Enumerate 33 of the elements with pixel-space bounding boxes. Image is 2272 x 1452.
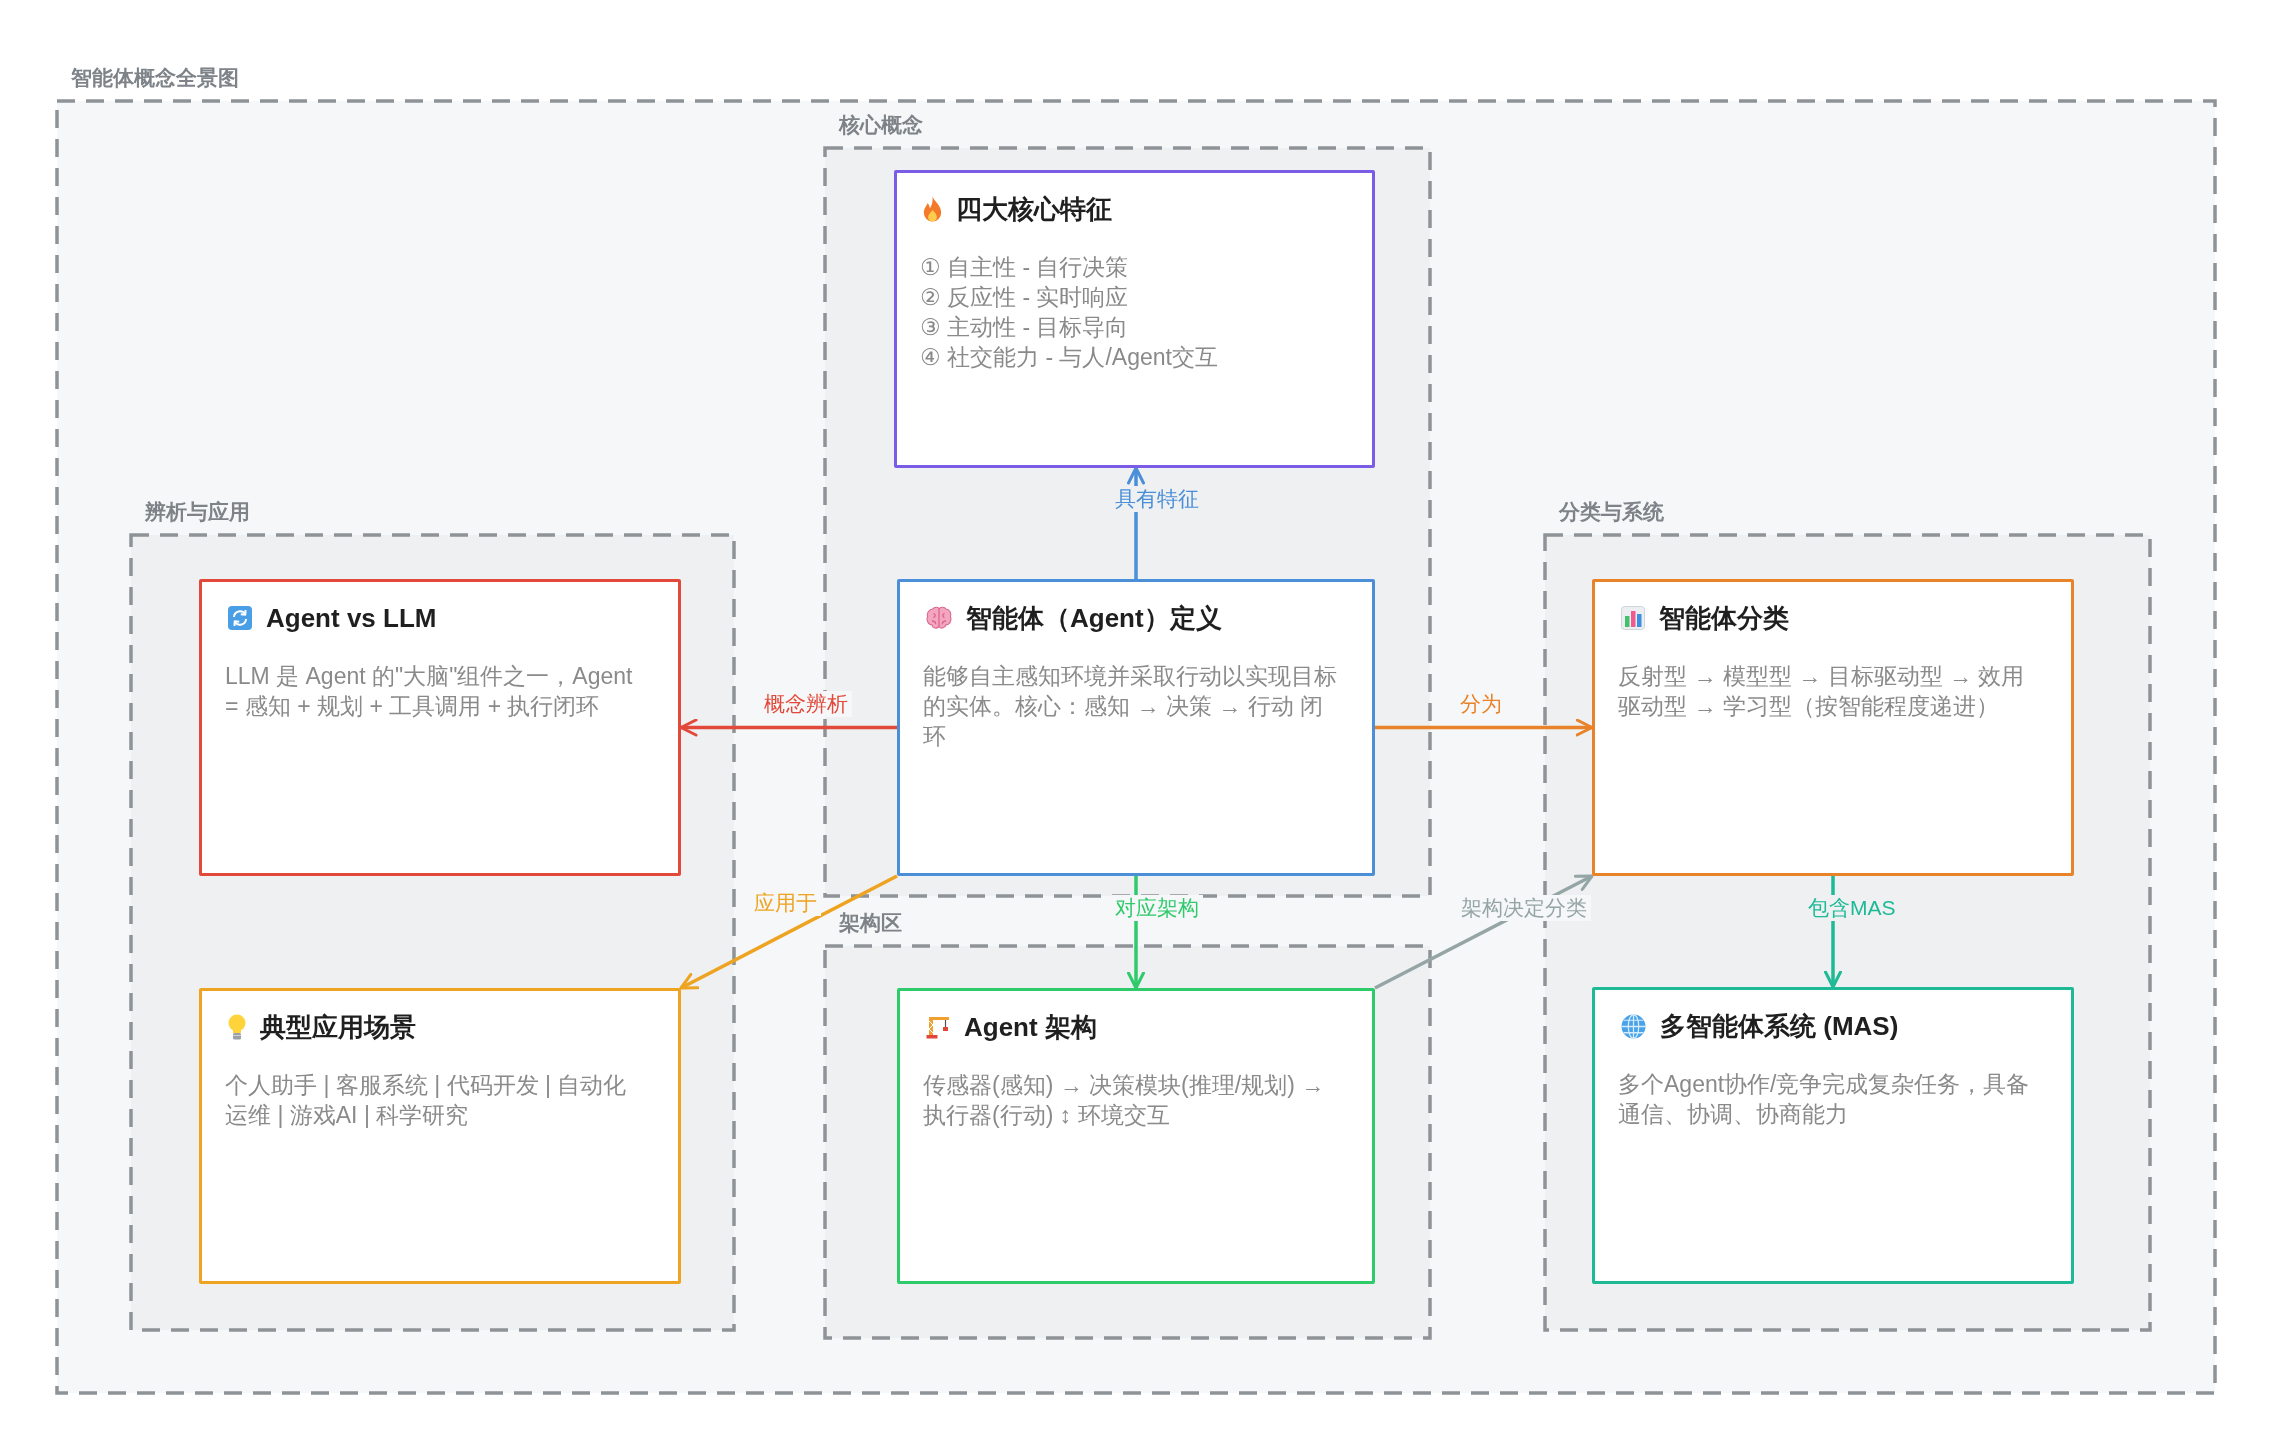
arrow bbox=[679, 718, 897, 737]
group-label: 分类与系统 bbox=[1559, 499, 1664, 525]
box-text: ④ 社交能力 - 与人/Agent交互 bbox=[920, 343, 1219, 372]
box-text: 个人助手 | 客服系统 | 代码开发 | 自动化运维 | 游戏AI | 科学研究 bbox=[225, 1071, 628, 1130]
box-title: 典型应用场景 bbox=[260, 1011, 416, 1043]
box-title: 多智能体系统 (MAS) bbox=[1660, 1010, 1899, 1042]
box-title: 四大核心特征 bbox=[956, 193, 1112, 225]
box-title: Agent 架构 bbox=[964, 1011, 1097, 1043]
box-text: 反射型 → 模型型 → 目标驱动型 → 效用驱动型 → 学习型（按智能程度递进） bbox=[1618, 662, 2026, 721]
box-text: ③ 主动性 - 目标导向 bbox=[920, 313, 1130, 342]
box-text: 传感器(感知) → 决策模块(推理/规划) → 执行器(行动) ↕ 环境交互 bbox=[923, 1071, 1326, 1130]
concept-box bbox=[894, 170, 1375, 468]
concept-box bbox=[199, 988, 681, 1284]
box-text: ② 反应性 - 实时响应 bbox=[920, 283, 1130, 312]
box-text: LLM 是 Agent 的"大脑"组件之一，Agent = 感知 + 规划 + 工具调用 + 执行闭环 bbox=[225, 662, 634, 721]
box-text: 多个Agent协作/竞争完成复杂任务，具备通信、协调、协商能力 bbox=[1618, 1070, 2031, 1129]
group-label: 辨析与应用 bbox=[145, 499, 250, 525]
edge-label: 对应架构 bbox=[1111, 895, 1203, 921]
box-title: 智能体（Agent）定义 bbox=[966, 602, 1222, 634]
concept-box bbox=[897, 988, 1375, 1284]
concept-box bbox=[1592, 987, 2074, 1284]
concept-box bbox=[897, 579, 1375, 876]
arrow bbox=[679, 874, 898, 990]
concept-box bbox=[1592, 579, 2074, 876]
group-label: 智能体概念全景图 bbox=[71, 65, 239, 91]
concept-box bbox=[199, 579, 681, 876]
group-label: 架构区 bbox=[839, 910, 902, 936]
box-text: ① 自主性 - 自行决策 bbox=[920, 253, 1130, 282]
box-title: Agent vs LLM bbox=[266, 602, 437, 634]
box-text: 能够自主感知环境并采取行动以实现目标的实体。核心：感知 → 决策 → 行动 闭环 bbox=[923, 662, 1338, 751]
group-label: 核心概念 bbox=[839, 112, 923, 138]
arrow bbox=[1375, 718, 1594, 737]
box-title: 智能体分类 bbox=[1659, 602, 1789, 634]
